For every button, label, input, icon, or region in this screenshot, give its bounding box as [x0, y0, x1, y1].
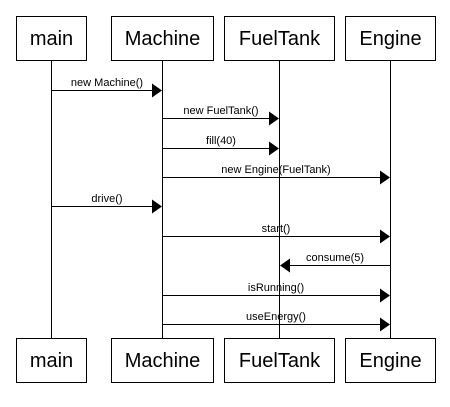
message-label: new Engine(FuelTank) — [221, 164, 330, 176]
message-start: start() — [162, 223, 390, 244]
message-new-fueltank: new FuelTank() — [162, 105, 279, 126]
participant-fueltank-bottom: FuelTank — [224, 338, 335, 383]
participant-main-top: main — [16, 16, 87, 61]
participant-label: FuelTank — [239, 350, 321, 372]
participant-fueltank-top: FuelTank — [224, 16, 335, 61]
participant-main-bottom: main — [16, 338, 87, 383]
message-drive: drive() — [51, 193, 162, 214]
message-label: useEnergy() — [246, 311, 306, 323]
message-label: consume(5) — [306, 252, 364, 264]
message-label: drive() — [91, 193, 122, 205]
participant-label: main — [30, 28, 73, 50]
participant-label: FuelTank — [239, 28, 321, 50]
message-label: fill(40) — [206, 135, 236, 147]
message-new-machine: new Machine() — [51, 77, 162, 98]
participant-label: Engine — [359, 350, 421, 372]
message-new-engine: new Engine(FuelTank) — [162, 164, 390, 185]
message-label: new FuelTank() — [183, 105, 258, 117]
message-label: isRunning() — [248, 282, 304, 294]
message-isrunning: isRunning() — [162, 282, 390, 303]
message-useenergy: useEnergy() — [162, 311, 390, 332]
participant-machine-bottom: Machine — [111, 338, 214, 383]
participant-label: main — [30, 350, 73, 372]
participant-machine-top: Machine — [111, 16, 214, 61]
participant-engine-bottom: Engine — [345, 338, 436, 383]
message-consume: consume(5) — [280, 252, 391, 273]
message-label: new Machine() — [71, 77, 143, 89]
participant-engine-top: Engine — [345, 16, 436, 61]
participant-label: Machine — [125, 28, 201, 50]
message-label: start() — [262, 223, 291, 235]
participant-label: Machine — [125, 350, 201, 372]
participant-label: Engine — [359, 28, 421, 50]
message-fill: fill(40) — [162, 135, 279, 156]
